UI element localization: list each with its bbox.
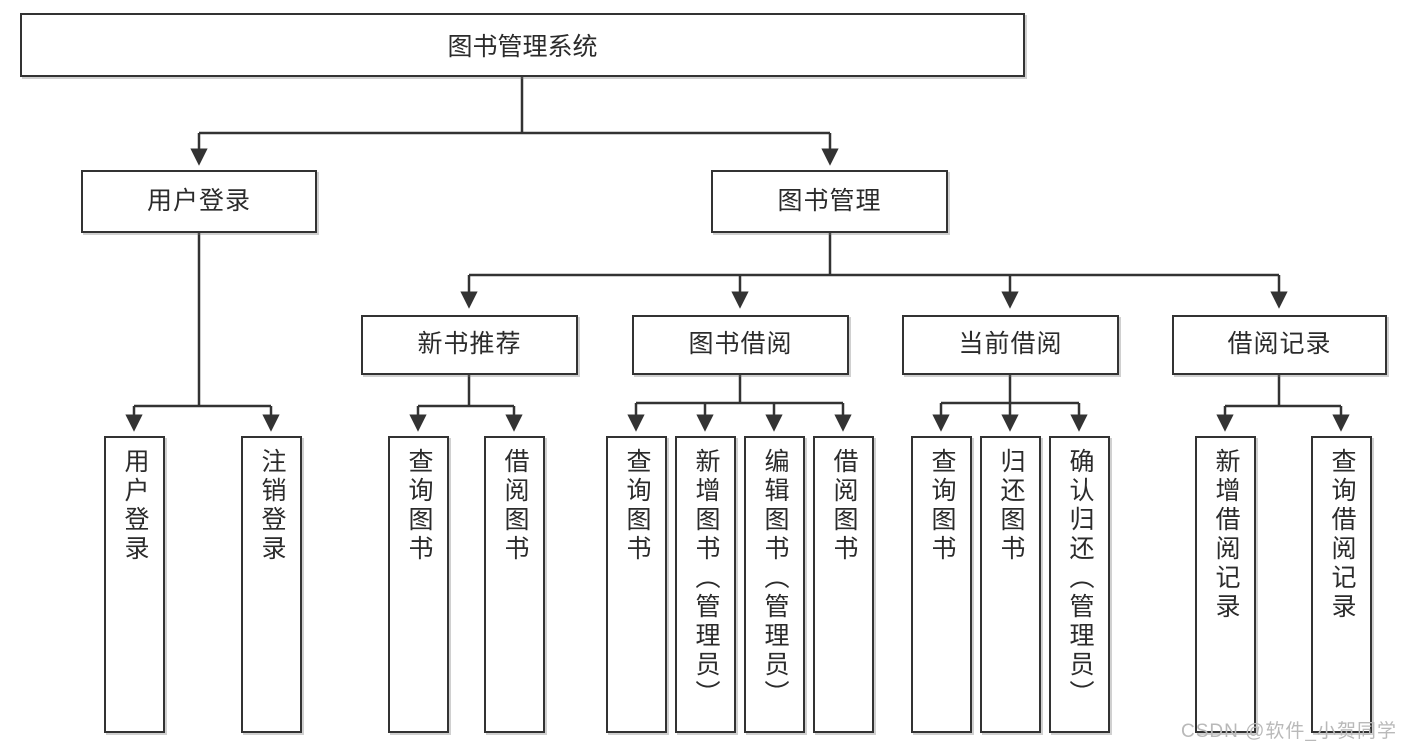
node-leaf-query-book-3[interactable]: 查询图书 (911, 436, 972, 733)
node-leaf-query-book-2[interactable]: 查询图书 (606, 436, 667, 733)
node-label: 借阅记录 (1227, 330, 1332, 359)
node-label: 图书管理 (777, 186, 882, 215)
node-label: 当前借阅 (958, 330, 1063, 359)
node-label: 图书借阅 (688, 330, 793, 359)
node-borrow-record[interactable]: 借阅记录 (1172, 315, 1387, 375)
node-leaf-return-book[interactable]: 归还图书 (980, 436, 1041, 733)
node-label: 归还图书 (997, 448, 1025, 564)
node-book-borrow[interactable]: 图书借阅 (632, 315, 849, 375)
node-leaf-logout-login[interactable]: 注销登录 (241, 436, 302, 733)
node-leaf-confirm-return-admin[interactable]: 确认归还（管理员） (1049, 436, 1110, 733)
node-label: 用户登录 (146, 186, 251, 215)
node-leaf-edit-book-admin[interactable]: 编辑图书（管理员） (744, 436, 805, 733)
node-leaf-add-borrow-record[interactable]: 新增借阅记录 (1195, 436, 1256, 733)
node-label: 查询借阅记录 (1328, 448, 1356, 622)
node-label: 图书管理系统 (447, 33, 598, 61)
node-leaf-user-login[interactable]: 用户登录 (104, 436, 165, 733)
node-leaf-borrow-book-1[interactable]: 借阅图书 (484, 436, 545, 733)
node-leaf-add-book-admin[interactable]: 新增图书（管理员） (675, 436, 736, 733)
node-label: 查询图书 (623, 448, 651, 564)
node-current-borrow[interactable]: 当前借阅 (902, 315, 1119, 375)
node-book-management[interactable]: 图书管理 (711, 170, 948, 233)
node-label: 新书推荐 (417, 330, 522, 359)
node-label: 借阅图书 (830, 448, 858, 564)
node-user-login[interactable]: 用户登录 (81, 170, 317, 233)
node-new-book-recommend[interactable]: 新书推荐 (361, 315, 578, 375)
node-label: 确认归还（管理员） (1066, 448, 1094, 709)
node-label: 新增图书（管理员） (692, 448, 720, 709)
node-label: 注销登录 (258, 448, 286, 564)
node-leaf-borrow-book-2[interactable]: 借阅图书 (813, 436, 874, 733)
node-label: 借阅图书 (501, 448, 529, 564)
node-leaf-query-borrow-record[interactable]: 查询借阅记录 (1311, 436, 1372, 733)
node-leaf-query-book-1[interactable]: 查询图书 (388, 436, 449, 733)
node-label: 新增借阅记录 (1212, 448, 1240, 622)
node-label: 用户登录 (121, 448, 149, 564)
node-label: 查询图书 (928, 448, 956, 564)
node-label: 查询图书 (405, 448, 433, 564)
node-label: 编辑图书（管理员） (761, 448, 789, 709)
node-book-management-system[interactable]: 图书管理系统 (20, 13, 1025, 77)
